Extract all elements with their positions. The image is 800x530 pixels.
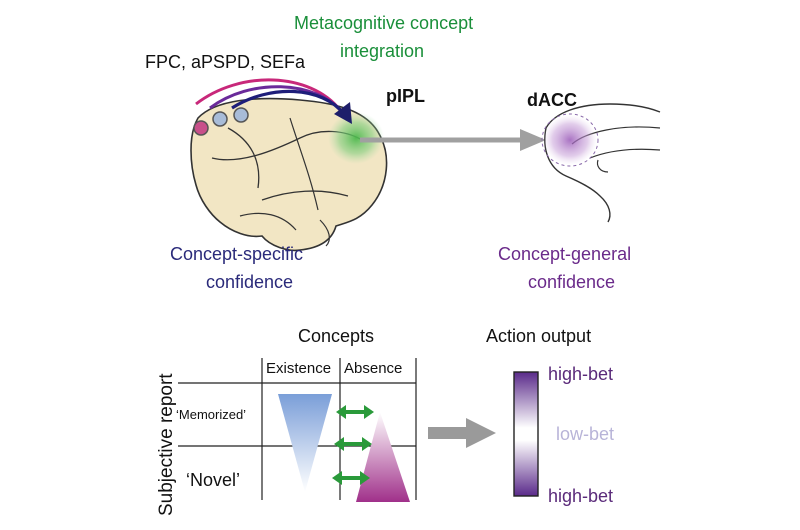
pipl-label: pIPL: [386, 86, 425, 106]
dacc-outline: [541, 113, 599, 167]
sefa-arc: [231, 89, 346, 116]
metacognitive-label-line2: integration: [340, 41, 425, 61]
memorized-row-label: ‘Memorized’: [176, 407, 247, 422]
metacognitive-label-line1: Metacognitive concept: [294, 13, 474, 33]
absence-triangle: [356, 412, 410, 502]
concept-specific-label-line1: Concept-specific: [170, 244, 304, 264]
double-arrow: [332, 471, 370, 485]
double-arrows: [332, 405, 374, 485]
concept-general-label-line2: confidence: [528, 272, 616, 292]
double-arrow: [334, 437, 372, 451]
pipl-to-dacc-arrowhead: [520, 129, 546, 151]
double-arrow: [336, 405, 374, 419]
dacc-highlight: [543, 115, 597, 165]
concepts-heading: Concepts: [298, 326, 375, 346]
sefa-region-marker: [233, 107, 249, 123]
high-bet-top-label: high-bet: [548, 364, 614, 384]
pipl-highlight: [328, 112, 384, 164]
existence-column-header: Existence: [266, 360, 332, 377]
action-output-heading: Action output: [486, 326, 592, 346]
frontal-regions-label: FPC, aPSPD, SEFa: [145, 52, 306, 72]
high-bet-bottom-label: high-bet: [548, 486, 614, 506]
fpc-region-marker: [193, 120, 209, 136]
bet-gradient-bar: [513, 371, 539, 497]
novel-row-label: ‘Novel’: [186, 470, 241, 490]
existence-triangle: [278, 394, 332, 492]
dacc-label: dACC: [527, 90, 577, 110]
subjective-report-axis-label: Subjective report: [156, 373, 177, 516]
concept-general-label-line1: Concept-general: [498, 244, 632, 264]
low-bet-label: low-bet: [556, 424, 615, 444]
concept-specific-label-line2: confidence: [206, 272, 294, 292]
table-to-output-arrowhead: [466, 418, 496, 448]
absence-column-header: Absence: [344, 360, 403, 377]
table-to-output-arrow-shaft: [428, 427, 468, 439]
apspd-region-marker: [212, 111, 228, 127]
arc-arrowhead: [334, 102, 352, 124]
